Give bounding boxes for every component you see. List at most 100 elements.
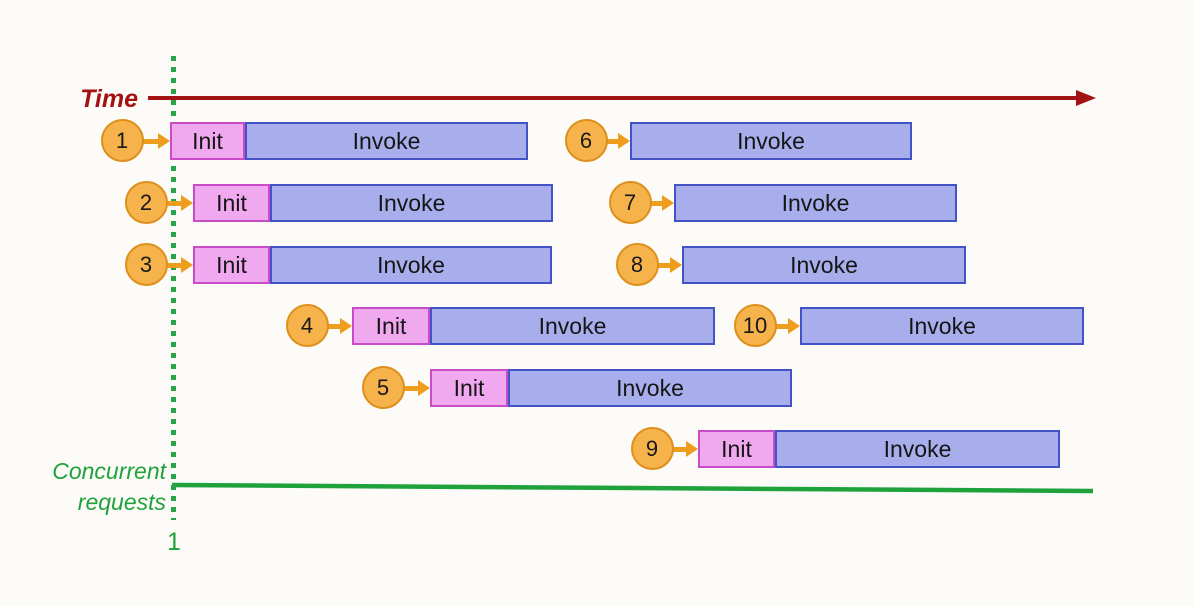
init-segment: Init xyxy=(170,122,245,160)
request-row: 4 Init Invoke xyxy=(0,304,1194,347)
invoke-label: Invoke xyxy=(377,189,446,216)
request-arrow-line xyxy=(656,262,671,268)
cold-start-divider-dotted-line xyxy=(171,56,176,520)
request-row: 6 Invoke xyxy=(0,119,1194,162)
request-arrow-head-icon xyxy=(181,257,193,273)
invoke-label: Invoke xyxy=(908,312,976,339)
request-row: 10 Invoke xyxy=(0,304,1194,347)
invoke-label: Invoke xyxy=(538,312,607,339)
init-label: Init xyxy=(453,374,485,401)
request-number-badge: 10 xyxy=(733,304,777,347)
request-bar: Init Invoke xyxy=(698,430,1060,468)
init-segment: Init xyxy=(193,184,270,222)
request-arrow-head-icon xyxy=(618,133,630,149)
request-arrow-head-icon xyxy=(670,257,682,273)
request-number: 2 xyxy=(139,189,153,215)
invoke-segment: Invoke xyxy=(270,184,553,222)
invoke-segment: Invoke xyxy=(508,369,792,407)
request-arrow-head-icon xyxy=(686,441,698,457)
request-arrow-line xyxy=(402,385,419,391)
request-number-badge: 1 xyxy=(100,119,144,162)
invoke-label: Invoke xyxy=(377,251,445,278)
request-arrow-head-icon xyxy=(158,133,170,149)
request-number: 9 xyxy=(645,435,659,461)
init-label: Init xyxy=(216,189,247,216)
request-arrow-head-icon xyxy=(418,380,430,396)
request-row: 1 Init Invoke xyxy=(0,119,1194,162)
request-row: 9 Init Invoke xyxy=(0,427,1194,470)
request-number: 6 xyxy=(579,127,593,153)
request-bar: Invoke xyxy=(674,184,957,222)
request-arrow-head-icon xyxy=(181,195,193,211)
request-arrow-line xyxy=(649,200,663,206)
init-segment: Init xyxy=(698,430,775,468)
invoke-label: Invoke xyxy=(781,189,850,216)
init-label: Init xyxy=(375,312,407,339)
invoke-segment: Invoke xyxy=(270,246,552,284)
request-number-badge: 8 xyxy=(615,243,659,286)
request-arrow-line xyxy=(605,138,619,144)
request-number-badge: 5 xyxy=(361,366,405,409)
request-arrow-head-icon xyxy=(788,318,800,334)
request-number: 8 xyxy=(630,251,644,277)
request-bar: Init Invoke xyxy=(193,184,553,222)
request-number-badge: 6 xyxy=(564,119,608,162)
invoke-segment: Invoke xyxy=(800,307,1084,345)
request-arrow-line xyxy=(774,323,789,329)
invoke-label: Invoke xyxy=(737,127,805,154)
origin-tick-label: 1 xyxy=(167,528,181,556)
request-bar: Init Invoke xyxy=(193,246,552,284)
request-row: 3 Init Invoke xyxy=(0,243,1194,286)
concurrent-requests-label: Concurrent requests xyxy=(6,456,166,518)
invoke-segment: Invoke xyxy=(630,122,912,160)
invoke-label: Invoke xyxy=(616,374,684,401)
concurrent-requests-label-line2: requests xyxy=(77,489,166,515)
init-segment: Init xyxy=(352,307,430,345)
request-bar: Invoke xyxy=(800,307,1084,345)
request-arrow-head-icon xyxy=(340,318,352,334)
request-number: 1 xyxy=(115,127,129,153)
request-number: 4 xyxy=(300,312,314,338)
init-segment: Init xyxy=(193,246,270,284)
request-row: 2 Init Invoke xyxy=(0,181,1194,224)
request-number-badge: 2 xyxy=(124,181,168,224)
time-axis-line xyxy=(148,96,1078,100)
request-number: 10 xyxy=(742,312,768,338)
request-arrow-line xyxy=(671,446,687,452)
invoke-segment: Invoke xyxy=(430,307,715,345)
request-arrow-line xyxy=(141,138,159,144)
request-number-badge: 4 xyxy=(285,304,329,347)
request-bar: Init Invoke xyxy=(170,122,528,160)
request-bar: Init Invoke xyxy=(352,307,715,345)
init-label: Init xyxy=(216,251,247,278)
request-number: 5 xyxy=(376,374,390,400)
invoke-segment: Invoke xyxy=(674,184,957,222)
request-arrow-line xyxy=(165,200,182,206)
request-arrow-line xyxy=(165,262,182,268)
init-label: Init xyxy=(192,127,223,154)
request-number: 7 xyxy=(623,189,637,215)
request-bar: Invoke xyxy=(630,122,912,160)
request-bar: Invoke xyxy=(682,246,966,284)
init-segment: Init xyxy=(430,369,508,407)
request-number-badge: 9 xyxy=(630,427,674,470)
request-row: 5 Init Invoke xyxy=(0,366,1194,409)
init-label: Init xyxy=(721,435,752,462)
request-row: 8 Invoke xyxy=(0,243,1194,286)
invoke-label: Invoke xyxy=(790,251,858,278)
invoke-segment: Invoke xyxy=(775,430,1060,468)
request-number-badge: 3 xyxy=(124,243,168,286)
invoke-segment: Invoke xyxy=(245,122,528,160)
invoke-label: Invoke xyxy=(352,127,421,154)
request-number-badge: 7 xyxy=(608,181,652,224)
invoke-label: Invoke xyxy=(883,435,952,462)
time-axis-arrowhead-icon xyxy=(1076,90,1096,106)
time-axis-label: Time xyxy=(80,85,138,113)
request-bar: Init Invoke xyxy=(430,369,792,407)
concurrent-requests-label-line1: Concurrent xyxy=(52,458,166,484)
request-arrow-line xyxy=(326,323,341,329)
invoke-segment: Invoke xyxy=(682,246,966,284)
request-row: 7 Invoke xyxy=(0,181,1194,224)
